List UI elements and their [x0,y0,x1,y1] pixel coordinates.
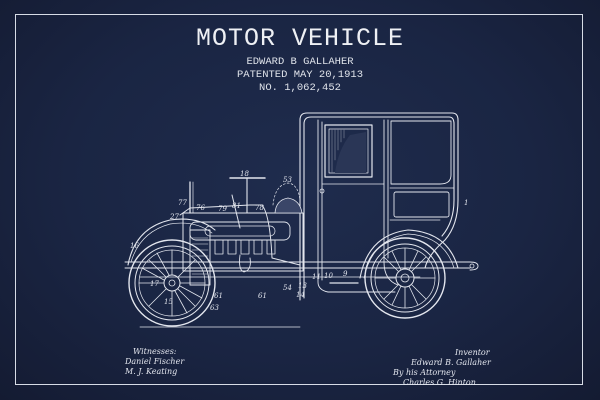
svg-text:1: 1 [464,199,468,207]
inventor-line: EDWARD B GALLAHER [246,56,354,68]
svg-text:61: 61 [258,292,267,300]
patent-date: PATENTED MAY 20,1913 [236,69,364,81]
patent-number: NO. 1,062,452 [259,82,341,94]
witnesses-block: Witnesses: Daniel Fischer M. J. Keating [125,347,184,377]
rear-fender [359,229,459,279]
svg-text:79: 79 [218,205,227,213]
rear-wheel [364,237,446,319]
svg-text:17: 17 [150,280,159,288]
inventor-block: Inventor Edward B. Gallaher By his Attor… [393,348,491,388]
svg-text:63: 63 [210,304,219,312]
blueprint-title: MOTOR VEHICLE [195,24,405,53]
engine-hood [179,177,304,286]
svg-text:27: 27 [169,213,179,221]
svg-text:16: 16 [130,242,139,250]
front-fender [127,218,216,266]
blueprint-frame [15,14,583,385]
attorney-signature: Charles G. Hinton [403,378,476,387]
witnesses-heading: Witnesses: [133,347,177,356]
front-wheel [128,239,216,327]
svg-text:10: 10 [324,272,333,280]
svg-text:61: 61 [214,292,223,300]
svg-text:18: 18 [240,170,249,178]
witness-signature-2: M. J. Keating [125,367,178,376]
svg-text:81: 81 [232,202,241,210]
witness-signature-1: Daniel Fischer [125,357,185,366]
inventor-signature: Edward B. Gallaher [411,358,491,367]
svg-text:78: 78 [255,204,264,212]
svg-text:13: 13 [298,282,307,290]
svg-text:9: 9 [343,270,348,278]
inventor-heading: Inventor [455,348,490,357]
svg-text:76: 76 [196,204,205,212]
svg-text:54: 54 [283,284,292,292]
svg-text:53: 53 [283,176,292,184]
attorney-by-line: By his Attorney [393,368,456,377]
part-labels: 18 53 77 76 79 81 78 27 16 17 15 61 61 6… [130,170,468,312]
svg-text:15: 15 [164,298,173,306]
svg-text:77: 77 [178,199,187,207]
svg-text:11: 11 [312,273,321,281]
svg-text:14: 14 [296,291,305,299]
